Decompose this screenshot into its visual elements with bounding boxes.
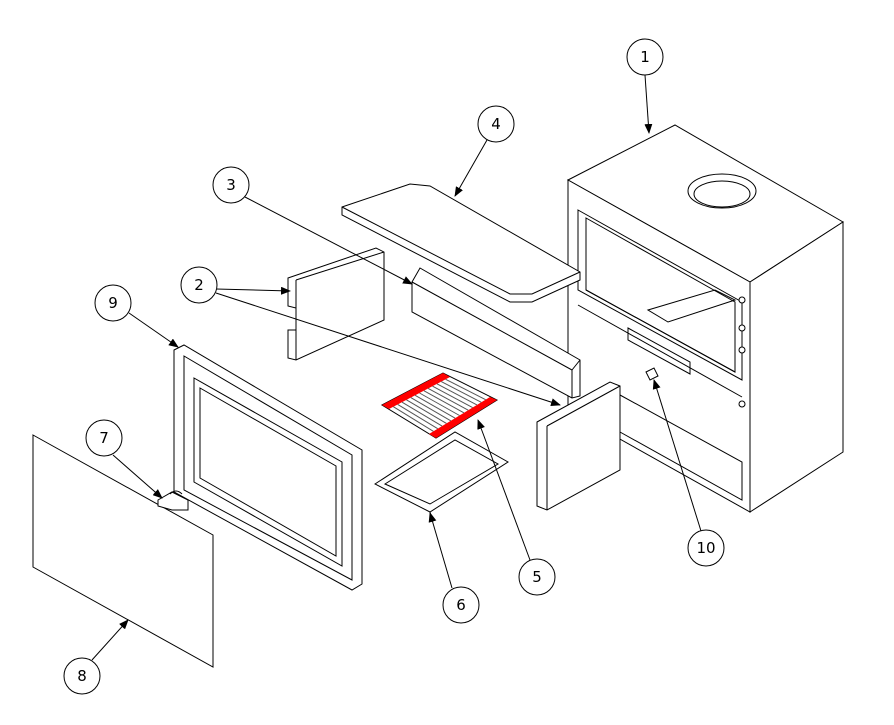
svg-text:6: 6	[456, 596, 466, 614]
svg-text:5: 5	[532, 568, 542, 586]
balloon-7: 7	[85, 419, 123, 457]
grate-slat	[410, 397, 452, 422]
catch	[645, 367, 659, 381]
grate-slat	[419, 392, 460, 416]
svg-text:4: 4	[491, 115, 501, 133]
rear-firebrick	[411, 267, 581, 399]
balloon-5: 5	[518, 558, 556, 596]
grate-slat	[445, 378, 486, 401]
ash-pan	[374, 431, 509, 521]
svg-text:2: 2	[194, 276, 204, 294]
grate-slat	[414, 394, 456, 419]
grate-slat	[397, 404, 438, 430]
svg-text:7: 7	[99, 429, 109, 447]
grate-slat	[436, 383, 478, 406]
balloon-3: 3	[212, 166, 250, 204]
svg-text:9: 9	[108, 294, 118, 312]
balloon-9: 9	[94, 284, 132, 322]
svg-text:1: 1	[640, 48, 650, 66]
balloon-4: 4	[477, 105, 515, 143]
grate-slat	[393, 406, 434, 432]
svg-text:10: 10	[696, 539, 715, 557]
balloon-10: 10	[687, 529, 725, 567]
grate-slat	[423, 390, 465, 414]
grate-slat	[427, 387, 469, 411]
baffle-plate	[341, 183, 581, 303]
balloon-6: 6	[442, 586, 480, 624]
grate-slat	[432, 385, 473, 409]
svg-text:3: 3	[226, 176, 236, 194]
grate-slat	[401, 401, 443, 427]
door-glass	[32, 434, 214, 668]
svg-text:8: 8	[77, 667, 87, 685]
grate-slat	[441, 381, 482, 403]
door-frame	[173, 344, 363, 591]
side-firebrick-left	[287, 247, 385, 361]
grate	[380, 372, 499, 439]
grate-slat	[406, 399, 447, 424]
balloon-1: 1	[626, 38, 664, 76]
door-handle	[157, 490, 189, 511]
balloon-2: 2	[180, 266, 218, 304]
balloon-8: 8	[63, 657, 101, 695]
leader-lines	[91, 74, 702, 661]
side-firebrick-right	[536, 381, 621, 511]
